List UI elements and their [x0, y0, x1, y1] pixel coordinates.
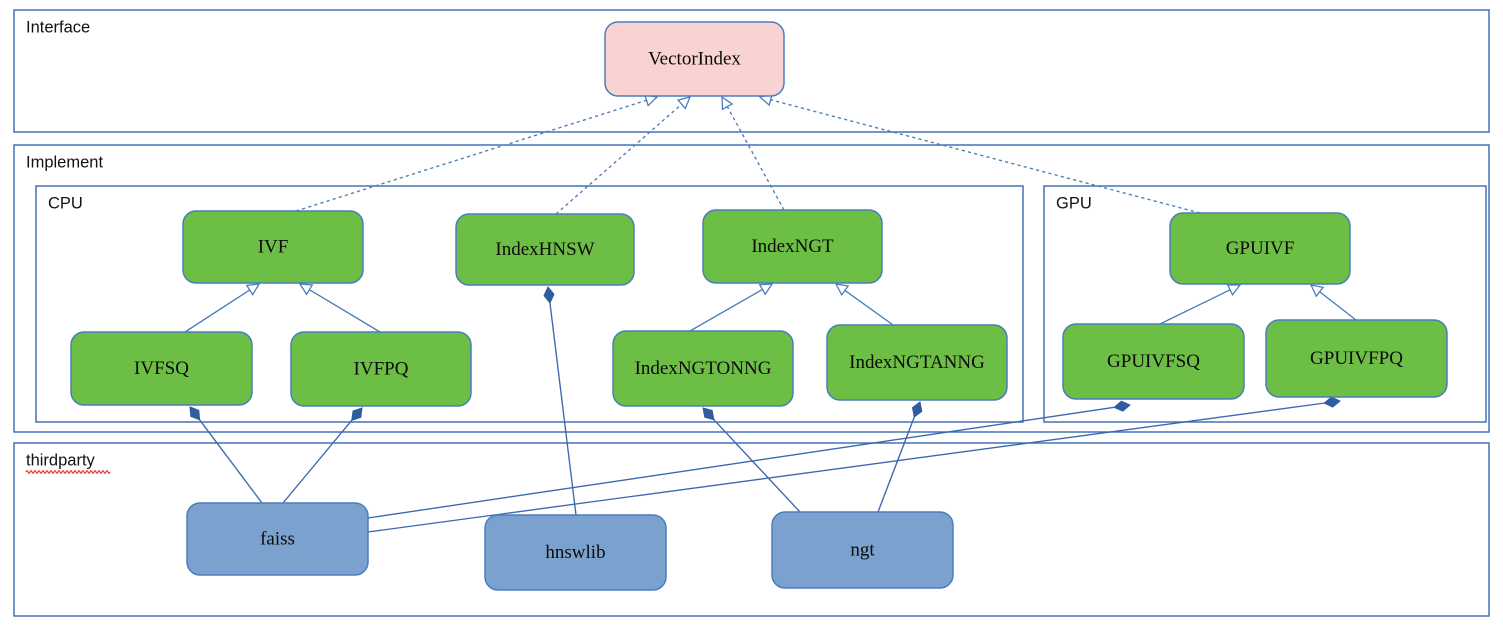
edge-faiss->ivfpq	[282, 407, 363, 504]
container-label-interface: Interface	[26, 18, 90, 36]
generalization-line	[184, 289, 251, 333]
edge-hnswlib->indexhnsw	[543, 286, 577, 516]
edge-faiss->ivfsq	[189, 406, 263, 504]
node-box-indexngtonng[interactable]	[612, 330, 794, 407]
realization-arrowhead	[721, 95, 734, 111]
container-label-implement: Implement	[26, 153, 103, 171]
generalization-arrowhead	[1226, 284, 1242, 296]
composition-line	[199, 419, 263, 504]
node-hnswlib[interactable]: hnswlib	[484, 514, 667, 591]
node-label-ivf: IVF	[258, 236, 289, 257]
edge-ngt->indexngtonng	[702, 407, 801, 513]
edge-faiss->gpuivfpq	[367, 396, 1341, 533]
generalization-line	[844, 289, 894, 326]
node-box-ivfpq[interactable]	[290, 331, 472, 407]
edge-gpuivfsq->gpuivf	[1159, 284, 1242, 325]
node-indexhnsw[interactable]: IndexHNSW	[455, 213, 635, 286]
edge-gpuivfpq->gpuivf	[1309, 284, 1357, 321]
node-label-indexngtanng: IndexNGTANNG	[849, 352, 985, 373]
node-indexngtonng[interactable]: IndexNGTONNG	[612, 330, 794, 407]
container-label-cpu: CPU	[48, 194, 83, 212]
generalization-line	[309, 289, 381, 333]
generalization-arrowhead	[298, 283, 314, 296]
generalization-arrowhead	[245, 283, 261, 296]
node-box-ngt[interactable]	[771, 511, 954, 589]
node-box-gpuivfpq[interactable]	[1265, 319, 1448, 398]
composition-diamond	[702, 407, 715, 421]
composition-diamond	[351, 407, 363, 422]
generalization-arrowhead	[834, 283, 850, 297]
node-box-vectorindex[interactable]	[604, 21, 785, 97]
edge-indexngtonng->indexngt	[689, 283, 774, 332]
node-box-indexngtanng[interactable]	[826, 324, 1008, 401]
node-ivfsq[interactable]: IVFSQ	[70, 331, 253, 406]
realization-line	[555, 103, 683, 215]
node-label-ivfsq: IVFSQ	[134, 358, 189, 379]
node-box-ivf[interactable]	[182, 210, 364, 284]
node-ngt[interactable]: ngt	[771, 511, 954, 589]
node-box-gpuivf[interactable]	[1169, 212, 1351, 285]
edge-ivfpq->ivf	[298, 283, 381, 333]
realization-arrowhead	[676, 96, 692, 110]
composition-line	[549, 302, 577, 516]
node-label-vectorindex: VectorIndex	[648, 48, 741, 69]
node-gpuivf[interactable]: GPUIVF	[1169, 212, 1351, 285]
node-box-hnswlib[interactable]	[484, 514, 667, 591]
edge-layer	[184, 93, 1357, 533]
generalization-line	[689, 288, 763, 332]
edge-faiss->gpuivfsq	[367, 400, 1131, 519]
node-box-ivfsq[interactable]	[70, 331, 253, 406]
node-label-faiss: faiss	[260, 528, 295, 549]
node-box-indexhnsw[interactable]	[455, 213, 635, 286]
edge-indexhnsw->vectorindex	[555, 96, 692, 215]
node-label-ivfpq: IVFPQ	[354, 358, 409, 379]
node-indexngt[interactable]: IndexNGT	[702, 209, 883, 284]
node-label-gpuivfpq: GPUIVFPQ	[1310, 348, 1403, 369]
node-box-indexngt[interactable]	[702, 209, 883, 284]
edge-ivfsq->ivf	[184, 283, 261, 333]
generalization-line	[1319, 291, 1357, 321]
composition-diamond	[189, 406, 201, 421]
edge-ngt->indexngtanng	[877, 401, 923, 513]
spellcheck-underline	[25, 470, 111, 474]
node-ivfpq[interactable]: IVFPQ	[290, 331, 472, 407]
node-gpuivfpq[interactable]: GPUIVFPQ	[1265, 319, 1448, 398]
composition-diamond	[1323, 396, 1341, 408]
node-vectorindex[interactable]: VectorIndex	[604, 21, 785, 97]
composition-diamond	[1113, 400, 1131, 412]
generalization-arrowhead	[758, 283, 774, 296]
node-box-faiss[interactable]	[186, 502, 369, 576]
node-ivf[interactable]: IVF	[182, 210, 364, 284]
node-label-indexhnsw: IndexHNSW	[495, 239, 594, 260]
node-label-ngt: ngt	[850, 539, 875, 560]
composition-line	[713, 419, 801, 513]
realization-line	[726, 106, 785, 211]
composition-line	[367, 402, 1325, 533]
node-label-hnswlib: hnswlib	[545, 542, 605, 563]
container-label-gpu: GPU	[1056, 194, 1092, 212]
node-label-indexngt: IndexNGT	[751, 236, 834, 257]
composition-line	[282, 419, 353, 504]
node-box-gpuivfsq[interactable]	[1062, 323, 1245, 400]
composition-diamond	[543, 286, 555, 304]
node-indexngtanng[interactable]: IndexNGTANNG	[826, 324, 1008, 401]
composition-line	[877, 416, 915, 513]
node-faiss[interactable]: faiss	[186, 502, 369, 576]
node-label-gpuivfsq: GPUIVFSQ	[1107, 351, 1200, 372]
edge-indexngtanng->indexngt	[834, 283, 894, 326]
node-gpuivfsq[interactable]: GPUIVFSQ	[1062, 323, 1245, 400]
node-label-indexngtonng: IndexNGTONNG	[635, 358, 772, 379]
edge-indexngt->vectorindex	[721, 95, 785, 211]
composition-diamond	[911, 401, 923, 418]
generalization-line	[1159, 289, 1231, 325]
composition-line	[367, 406, 1115, 519]
generalization-arrowhead	[1309, 284, 1325, 298]
node-label-gpuivf: GPUIVF	[1226, 238, 1295, 259]
container-label-thirdparty: thirdparty	[26, 451, 96, 469]
